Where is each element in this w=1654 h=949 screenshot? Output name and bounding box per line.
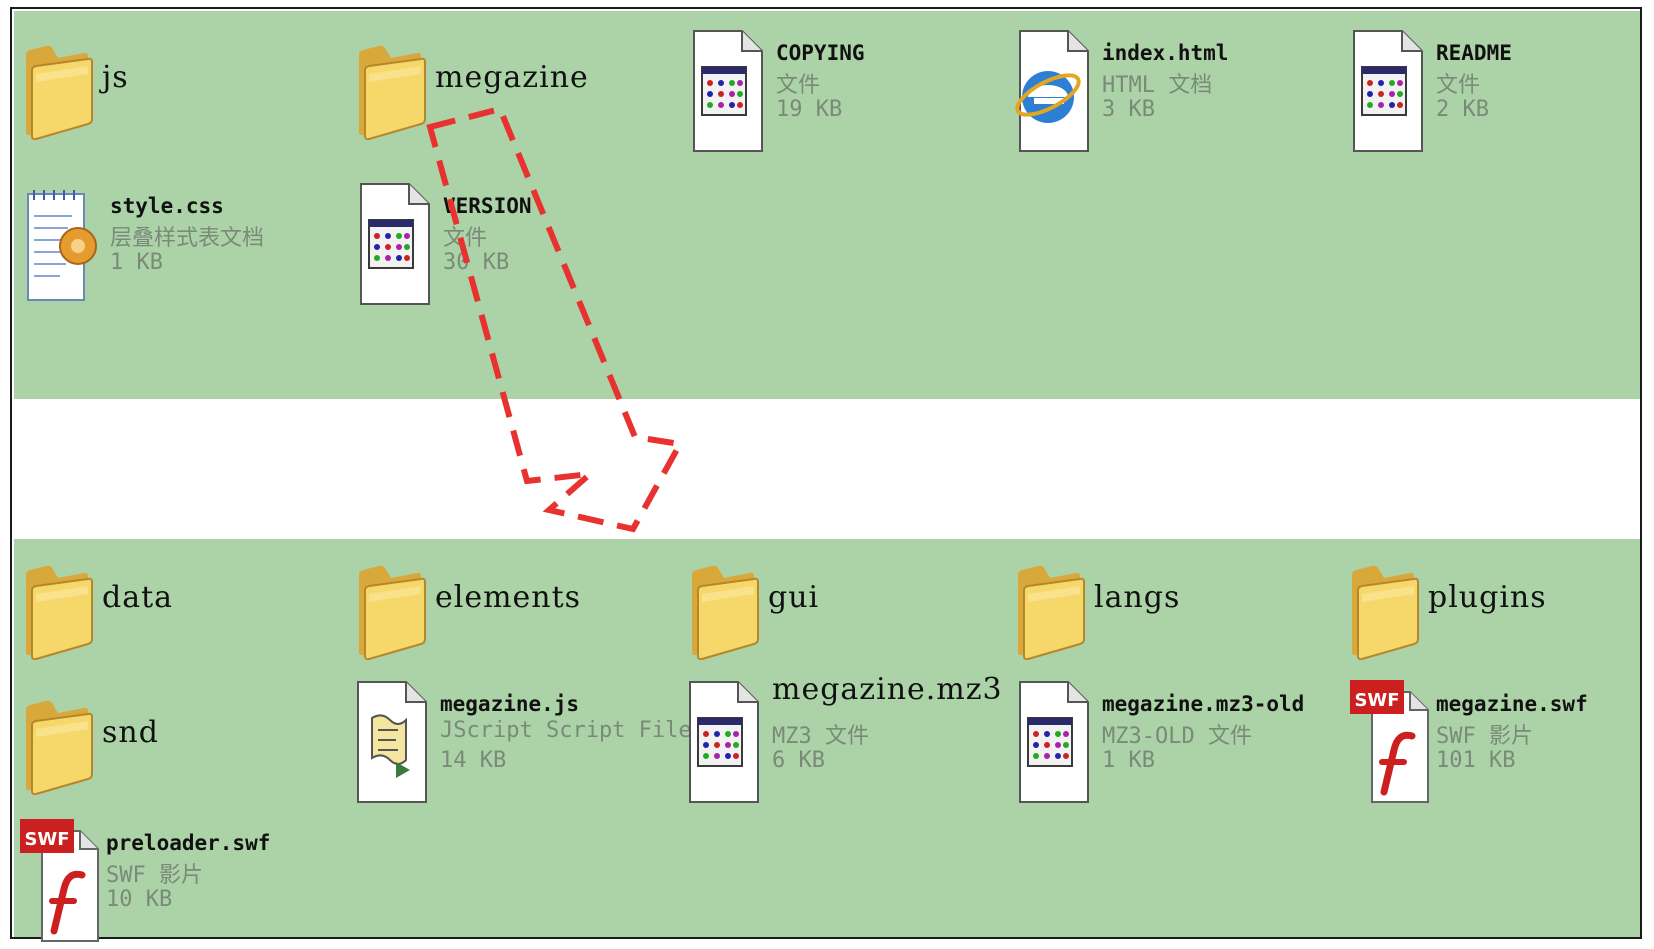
file-type: 层叠样式表文档 — [110, 226, 265, 251]
file-name: style.css — [110, 194, 224, 218]
folder-icon — [22, 560, 94, 664]
folder-icon — [355, 40, 427, 144]
folder-icon — [688, 560, 760, 664]
file-size: 3 KB — [1102, 97, 1155, 122]
file-name: preloader.swf — [106, 831, 271, 855]
folder-name: plugins — [1428, 580, 1547, 615]
file-name: megazine.mz3 — [772, 672, 1003, 707]
file-type: 文件 — [1436, 73, 1481, 98]
file-type: MZ3-OLD 文件 — [1102, 724, 1252, 749]
file-size: 101 KB — [1436, 748, 1516, 773]
svg-text:SWF: SWF — [1354, 690, 1399, 711]
file-size: 30 KB — [443, 250, 510, 275]
folder-name: snd — [102, 715, 159, 750]
file-name: VERSION — [443, 194, 532, 218]
folder-name: langs — [1094, 580, 1181, 615]
file-name: megazine.mz3-old — [1102, 692, 1305, 716]
file-size: 14 KB — [440, 748, 507, 773]
folder-name: js — [102, 60, 129, 95]
swf-file-icon: SWF — [1348, 678, 1432, 810]
folder-icon — [22, 40, 94, 144]
folder-name: data — [102, 580, 174, 615]
figure-frame — [10, 7, 1642, 939]
folder-icon — [1014, 560, 1086, 664]
folder-icon — [1348, 560, 1420, 664]
file-size: 10 KB — [106, 887, 173, 912]
file-type: SWF 影片 — [106, 863, 203, 888]
file-size: 2 KB — [1436, 97, 1489, 122]
file-type: MZ3 文件 — [772, 724, 869, 749]
folder-icon — [22, 695, 94, 799]
swf-file-icon: SWF — [18, 817, 102, 949]
generic-file-icon — [355, 180, 433, 312]
file-type: HTML 文档 — [1102, 73, 1213, 98]
generic-file-icon — [1348, 27, 1426, 159]
file-type: 文件 — [443, 226, 488, 251]
folder-icon — [355, 560, 427, 664]
file-type: JScript Script File — [440, 718, 692, 743]
file-name: megazine.swf — [1436, 692, 1588, 716]
file-size: 19 KB — [776, 97, 843, 122]
jscript-file-icon — [352, 678, 430, 810]
file-type: SWF 影片 — [1436, 724, 1533, 749]
file-type: 文件 — [776, 73, 821, 98]
generic-file-icon — [684, 678, 762, 810]
file-name: README — [1436, 41, 1512, 65]
generic-file-icon — [688, 27, 766, 159]
folder-name: megazine — [435, 60, 589, 95]
file-size: 1 KB — [1102, 748, 1155, 773]
css-file-icon — [22, 180, 102, 312]
file-size: 6 KB — [772, 748, 825, 773]
folder-name: gui — [768, 580, 820, 615]
file-name: index.html — [1102, 41, 1229, 65]
file-name: megazine.js — [440, 692, 580, 716]
folder-name: elements — [435, 580, 582, 615]
ie-html-icon — [1014, 27, 1092, 159]
file-size: 1 KB — [110, 250, 163, 275]
generic-file-icon — [1014, 678, 1092, 810]
file-name: COPYING — [776, 41, 865, 65]
svg-text:SWF: SWF — [24, 829, 69, 850]
